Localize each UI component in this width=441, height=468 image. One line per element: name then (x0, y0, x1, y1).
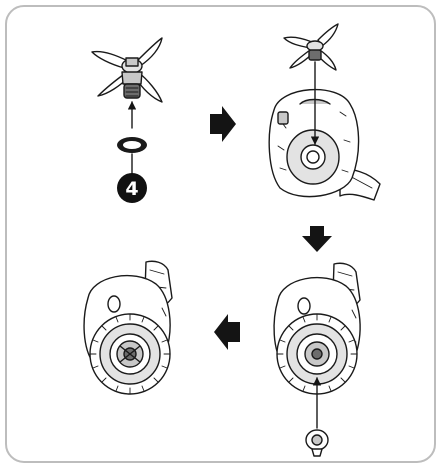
seal-ring-icon (117, 137, 147, 153)
step-badge: 4 (117, 173, 147, 203)
step-badge-label: 4 (125, 178, 138, 200)
diagram-frame (6, 6, 435, 462)
